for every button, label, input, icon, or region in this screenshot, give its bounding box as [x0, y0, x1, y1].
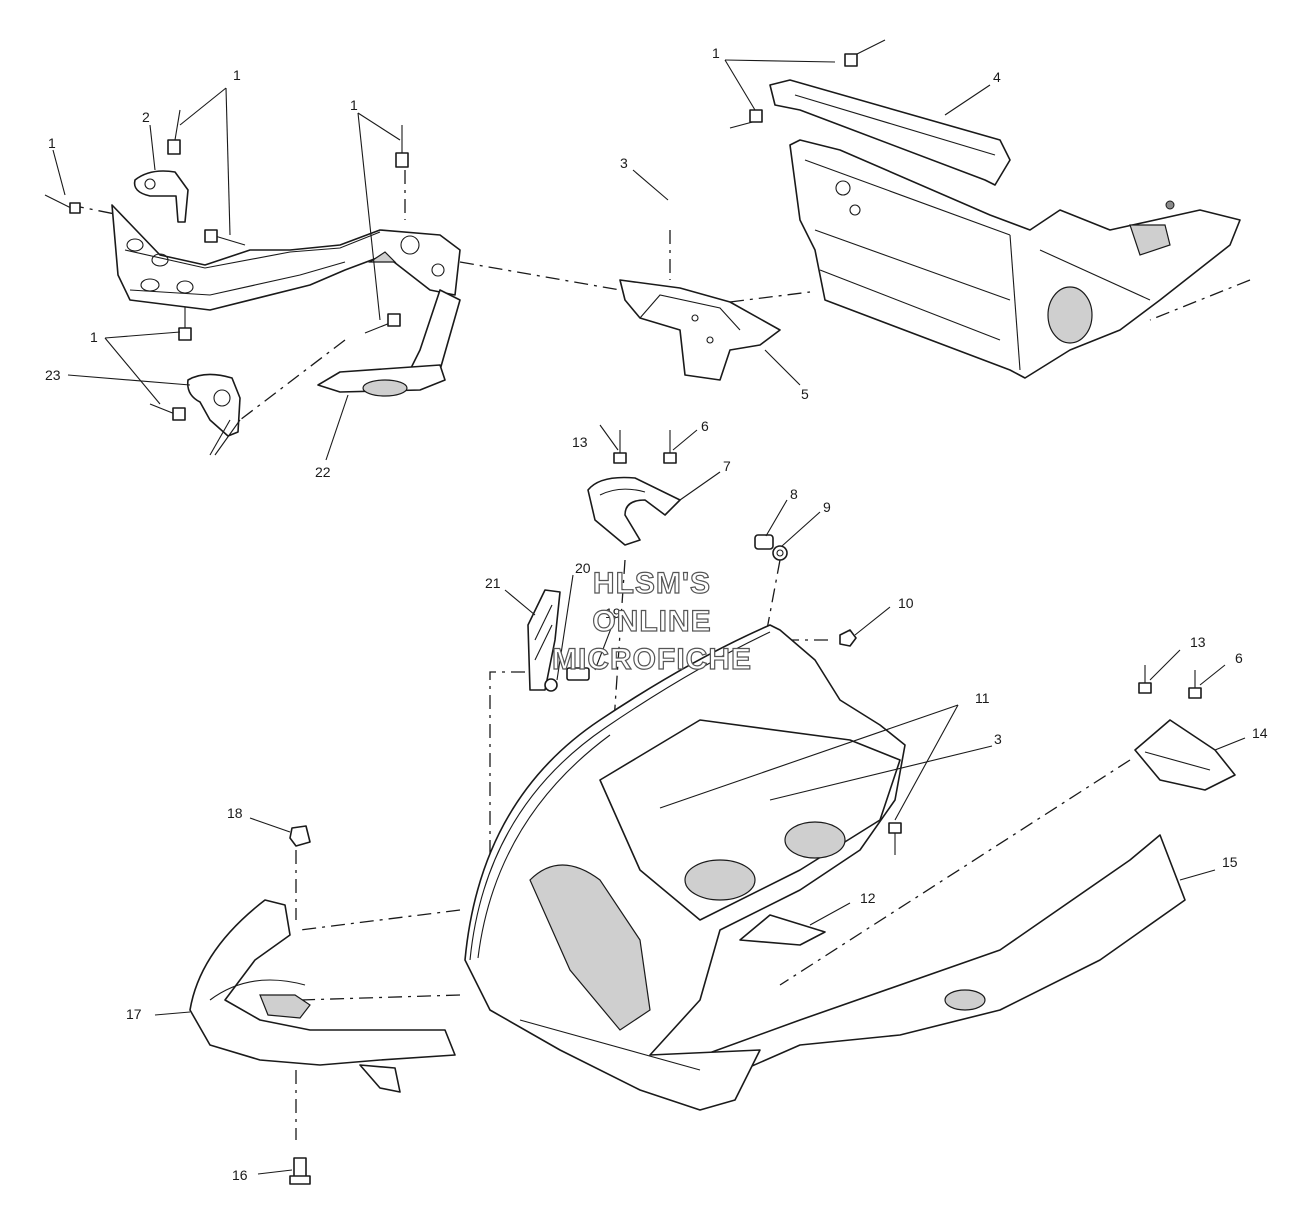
- callout-4: 4: [993, 69, 1001, 85]
- part-7-bracket: [587, 476, 681, 546]
- part-4-crossbar: [769, 79, 1011, 186]
- callout-11: 11: [975, 690, 990, 706]
- watermark-line-3: MICROFICHE: [552, 643, 752, 676]
- callout-1: 1: [48, 135, 56, 151]
- callout-1: 1: [90, 329, 98, 345]
- callout-23: 23: [45, 367, 61, 383]
- watermark-line-2: ONLINE: [592, 605, 711, 638]
- callout-3: 3: [994, 731, 1002, 747]
- callout-7: 7: [723, 458, 731, 474]
- callout-2: 2: [142, 109, 150, 125]
- leader-lines: [52, 59, 1246, 1175]
- callout-1: 1: [350, 97, 358, 113]
- callout-13: 13: [572, 434, 588, 450]
- part-bracket-2: [133, 170, 189, 223]
- callout-1: 1: [233, 67, 241, 83]
- callout-18: 18: [227, 805, 243, 821]
- callout-22: 22: [315, 464, 331, 480]
- watermark-line-1: HLSM'S: [593, 567, 711, 600]
- callout-20: 20: [575, 560, 591, 576]
- part-22-arm: [317, 289, 461, 397]
- watermark: HLSM'S ONLINE MICROFICHE: [551, 566, 752, 676]
- callout-19: 19: [605, 605, 621, 621]
- callout-10: 10: [898, 595, 914, 611]
- part-5-bracket: [619, 279, 781, 381]
- callout-8: 8: [790, 486, 798, 502]
- callout-12: 12: [860, 890, 876, 906]
- part-16-18-hardware: [289, 825, 311, 1185]
- part-front-crossmember: [111, 204, 461, 311]
- callout-13: 13: [1190, 634, 1206, 650]
- part-12-plate: [739, 914, 826, 946]
- part-rivets-1: [44, 39, 886, 421]
- callout-labels: 1 1 1 1 1 2 3 3 4 5 6 6 7 8 9 10 11 12 1…: [45, 45, 1268, 1183]
- callout-16: 16: [232, 1167, 248, 1183]
- callout-1: 1: [712, 45, 720, 61]
- callout-6: 6: [1235, 650, 1243, 666]
- callout-3: 3: [620, 155, 628, 171]
- callout-17: 17: [126, 1006, 142, 1022]
- part-hood: [464, 624, 906, 1111]
- part-14-shield: [1134, 719, 1236, 791]
- callout-21: 21: [485, 575, 501, 591]
- part-23-bracket: [186, 373, 241, 437]
- callout-15: 15: [1222, 854, 1238, 870]
- part-chassis: [789, 139, 1241, 379]
- part-15-panel: [689, 834, 1186, 1081]
- callout-14: 14: [1252, 725, 1268, 741]
- part-8-9-10-hardware: [754, 534, 857, 647]
- callout-5: 5: [801, 386, 809, 402]
- callout-9: 9: [823, 499, 831, 515]
- callout-6: 6: [701, 418, 709, 434]
- part-19-20-21: [527, 589, 590, 692]
- part-17-bumper: [189, 899, 456, 1093]
